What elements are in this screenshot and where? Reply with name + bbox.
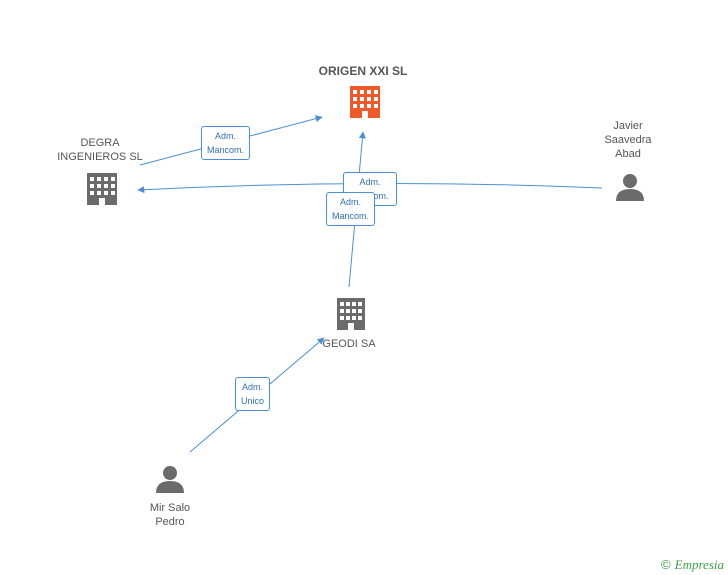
- building-icon[interactable]: [87, 173, 117, 205]
- node-label-degra[interactable]: DEGRA INGENIEROS SL: [50, 136, 150, 164]
- building-icon[interactable]: [337, 298, 365, 330]
- node-label-line: Javier: [613, 120, 643, 132]
- edge-label-line: Unico: [241, 396, 265, 406]
- edge-label-line: Adm.: [359, 177, 381, 187]
- node-label-mir[interactable]: Mir Salo Pedro: [130, 501, 210, 529]
- node-label-geodi[interactable]: GEODI SA: [322, 338, 376, 350]
- node-label-line: Pedro: [155, 516, 185, 528]
- node-label-line: DEGRA: [80, 137, 120, 149]
- edge-label-line: Adm.: [215, 131, 237, 141]
- edge-label-line: Adm.: [340, 197, 362, 207]
- person-icon[interactable]: [156, 466, 184, 493]
- node-label-javier[interactable]: Javier Saavedra Abad: [588, 119, 668, 161]
- edge-label-line: Adm.: [242, 382, 264, 392]
- node-label-line: Saavedra: [604, 134, 652, 146]
- node-label-line: Mir Salo: [149, 502, 191, 514]
- empresia-watermark: ©Empresia: [661, 557, 724, 573]
- edge-label-degra-origen: Adm. Mancom.: [201, 126, 251, 160]
- node-label-line: Abad: [615, 148, 641, 160]
- node-label-line: INGENIEROS SL: [57, 151, 143, 163]
- edge-label-mir-geodi: Adm. Unico: [235, 377, 271, 411]
- edge-label-line: Mancom.: [332, 211, 370, 221]
- person-icon[interactable]: [616, 174, 644, 201]
- edge-label-line: Mancom.: [207, 145, 245, 155]
- node-label-origen[interactable]: ORIGEN XXI SL: [318, 64, 408, 78]
- copyright-symbol: ©: [661, 557, 671, 572]
- edge-label-geodi-origen: Adm. Mancom.: [326, 192, 376, 226]
- building-icon[interactable]: [350, 86, 380, 118]
- watermark-text: Empresia: [674, 557, 724, 572]
